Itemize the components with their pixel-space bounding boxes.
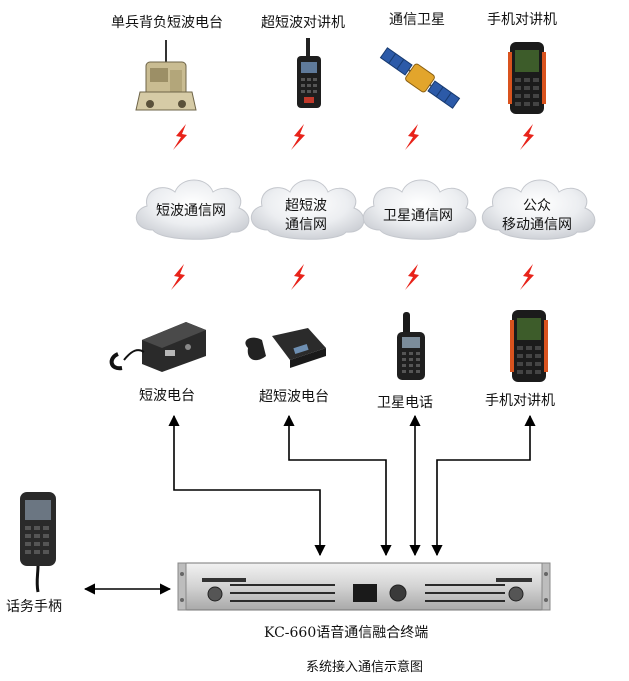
network-label: 卫星通信网 bbox=[373, 207, 463, 226]
satellite-icon bbox=[379, 47, 461, 109]
bottom-device-label: 超短波电台 bbox=[259, 389, 329, 405]
network-label-line2: 通信网 bbox=[285, 217, 327, 233]
network-label: 公众 移动通信网 bbox=[487, 197, 587, 235]
manpack-radio-icon bbox=[135, 40, 197, 111]
lightning-icon bbox=[171, 264, 185, 290]
lightning-icon bbox=[405, 264, 419, 290]
lightning-icon bbox=[291, 124, 305, 150]
lightning-icon bbox=[405, 124, 419, 150]
rugged-phone-icon bbox=[510, 310, 548, 382]
arrow-hf-radio bbox=[168, 414, 326, 557]
bottom-device-label: 卫星电话 bbox=[377, 395, 433, 411]
handset-label: 话务手柄 bbox=[6, 599, 62, 615]
lightning-icon bbox=[173, 124, 187, 150]
top-device-label: 手机对讲机 bbox=[487, 12, 557, 28]
network-label-line1: 公众 bbox=[523, 198, 551, 214]
handset-icon bbox=[20, 492, 56, 593]
bottom-device-label: 短波电台 bbox=[139, 388, 195, 404]
hf-radio-station-icon bbox=[109, 322, 206, 372]
network-label-line1: 短波通信网 bbox=[156, 203, 226, 219]
terminal-label: KC-660语音通信融合终端 bbox=[264, 625, 429, 641]
network-label: 短波通信网 bbox=[146, 202, 236, 221]
arrow-vhf-radio bbox=[283, 414, 392, 557]
rack-terminal-icon bbox=[177, 562, 551, 611]
diagram-caption: 系统接入通信示意图 bbox=[306, 660, 424, 675]
lightning-icon bbox=[520, 264, 534, 290]
arrow-rugged-phone bbox=[431, 414, 536, 557]
rugged-phone-icon bbox=[508, 42, 546, 114]
walkie-talkie-icon bbox=[297, 38, 321, 108]
lightning-icon bbox=[520, 124, 534, 150]
top-device-label: 超短波对讲机 bbox=[261, 15, 345, 31]
vhf-radio-station-icon bbox=[245, 328, 326, 368]
network-label-line1: 超短波 bbox=[285, 198, 327, 214]
bottom-device-label: 手机对讲机 bbox=[485, 393, 555, 409]
top-device-label: 单兵背负短波电台 bbox=[111, 15, 223, 31]
lightning-icon bbox=[291, 264, 305, 290]
network-label: 超短波 通信网 bbox=[261, 197, 351, 235]
network-label-line1: 卫星通信网 bbox=[383, 208, 453, 224]
top-device-label: 通信卫星 bbox=[389, 12, 445, 28]
connection-arrows bbox=[83, 414, 536, 595]
network-label-line2: 移动通信网 bbox=[502, 217, 572, 233]
satellite-phone-icon bbox=[397, 312, 425, 380]
